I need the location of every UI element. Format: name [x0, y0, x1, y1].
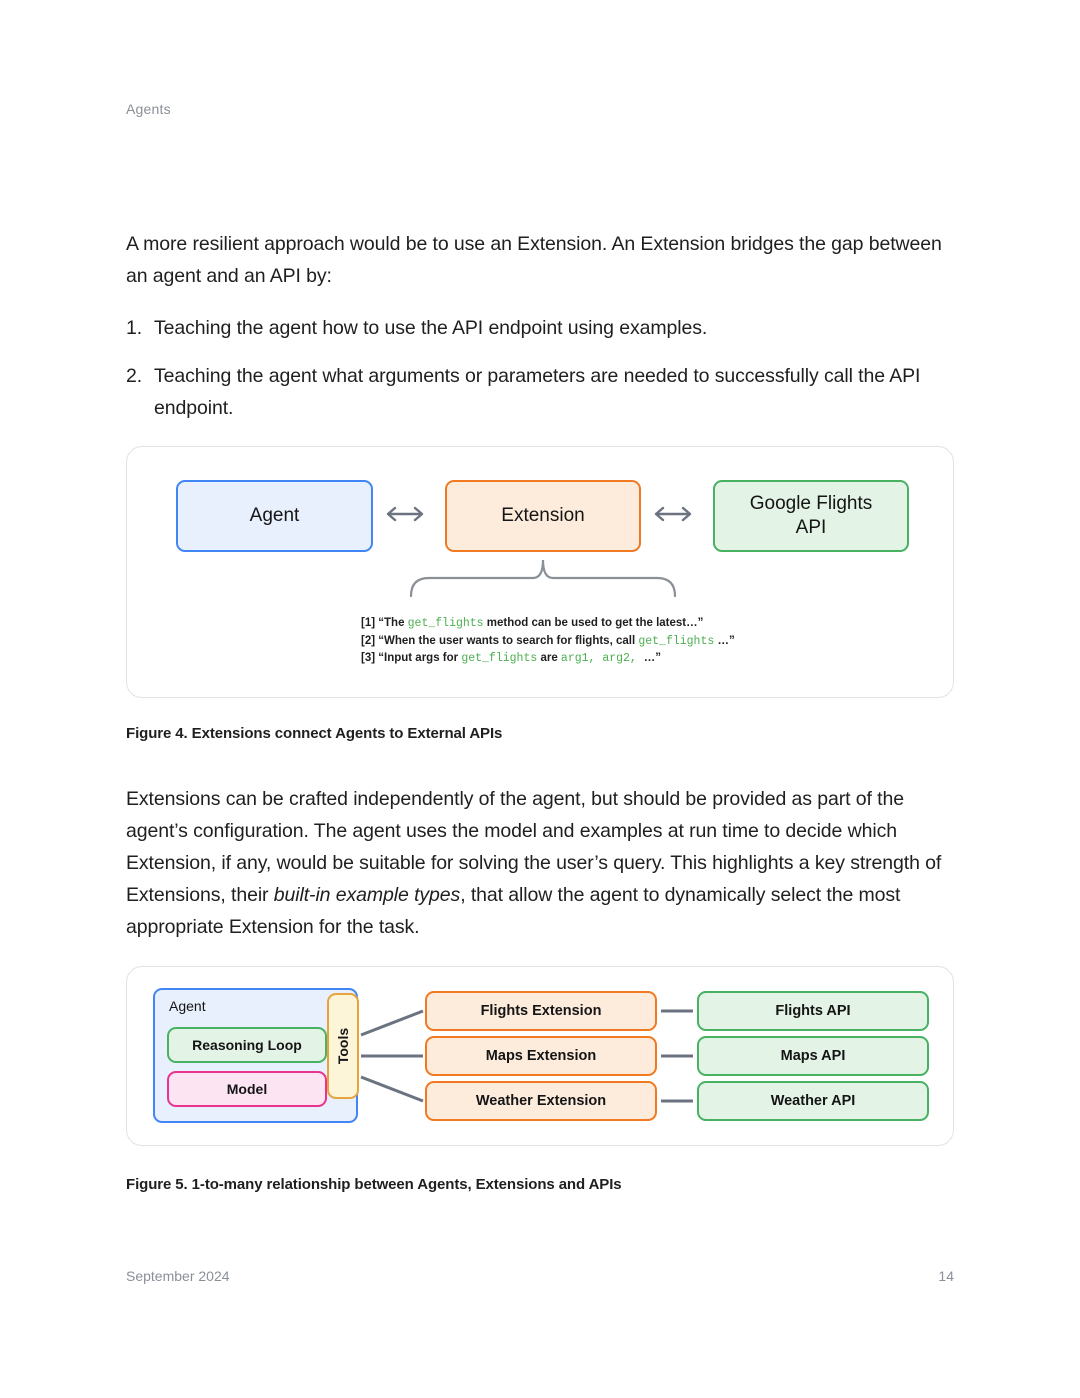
- example-suffix: …”: [643, 652, 661, 664]
- example-prefix: “The: [378, 617, 408, 629]
- footer-date: September 2024: [126, 1268, 230, 1284]
- example-code-token: get_flights: [407, 617, 484, 630]
- paragraph-part-1: Extensions can be crafted independently …: [126, 788, 942, 906]
- running-head: Agents: [126, 101, 171, 117]
- figure5-reasoning-loop-box: Reasoning Loop: [167, 1027, 327, 1063]
- bidirectional-arrow-icon: [386, 506, 424, 522]
- figure5-agent-label: Agent: [169, 998, 206, 1014]
- example-index: [1]: [361, 617, 376, 629]
- figure4-agent-box: Agent: [176, 480, 373, 552]
- paragraph-intro: A more resilient approach would be to us…: [126, 233, 942, 287]
- figure4-extension-label: Extension: [501, 505, 585, 526]
- figure5-agent-box: Agent Reasoning Loop Model: [153, 988, 358, 1123]
- example-prefix: “Input args for: [378, 652, 462, 664]
- list-item-text: Teaching the agent how to use the API en…: [154, 317, 708, 339]
- list-item: 1. Teaching the agent how to use the API…: [126, 312, 954, 344]
- body-content-2: Extensions can be crafted independently …: [126, 783, 954, 963]
- figure4-example-line: [1] “The get_flights method can be used …: [361, 615, 735, 633]
- figure4-api-label-line2: API: [795, 517, 827, 538]
- figure-5-container: Agent Reasoning Loop Model Tools Flights…: [126, 966, 954, 1146]
- figure-4-caption: Figure 4. Extensions connect Agents to E…: [126, 725, 503, 742]
- figure5-model-box: Model: [167, 1071, 327, 1107]
- figure5-flights-extension-box: Flights Extension: [425, 991, 657, 1031]
- example-code-token: get_flights: [461, 652, 538, 665]
- paragraph-extensions: Extensions can be crafted independently …: [126, 783, 954, 943]
- paragraph-part-2: , that allow the agent to dynamically se…: [126, 884, 901, 938]
- figure4-extension-box: Extension: [445, 480, 641, 552]
- list-item-marker: 1.: [126, 317, 143, 339]
- list-item-marker: 2.: [126, 365, 143, 387]
- curly-brace-icon: [409, 559, 677, 598]
- figure4-example-list: [1] “The get_flights method can be used …: [361, 615, 735, 668]
- figure5-tools-box: Tools: [327, 993, 359, 1099]
- figure5-maps-extension-box: Maps Extension: [425, 1036, 657, 1076]
- figure4-agent-label: Agent: [249, 505, 300, 526]
- list-item-text: Teaching the agent what arguments or par…: [154, 365, 921, 419]
- example-prefix: “When the user wants to search for fligh…: [378, 634, 639, 647]
- example-index: [3]: [361, 652, 376, 664]
- figure5-weather-extension-box: Weather Extension: [425, 1081, 657, 1121]
- footer-page-number: 14: [938, 1268, 954, 1284]
- bidirectional-arrow-icon: [654, 506, 692, 522]
- list-item: 2. Teaching the agent what arguments or …: [126, 360, 954, 424]
- figure4-api-label-line1: Google Flights: [749, 493, 873, 514]
- example-code-token: get_flights: [638, 634, 715, 648]
- paragraph-italic-phrase: built-in example types: [273, 884, 461, 906]
- figure5-weather-api-box: Weather API: [697, 1081, 929, 1121]
- figure4-google-flights-api-box: Google Flights API: [713, 480, 909, 552]
- figure5-tools-label: Tools: [335, 1027, 352, 1065]
- body-content: A more resilient approach would be to us…: [126, 228, 954, 440]
- example-index: [2]: [361, 634, 376, 647]
- figure5-flights-api-box: Flights API: [697, 991, 929, 1031]
- figure4-example-line: [2] “When the user wants to search for f…: [361, 633, 735, 651]
- example-mid: method can be used to get the latest…”: [483, 617, 704, 629]
- example-mid: are: [537, 652, 561, 664]
- example-code-args: arg1, arg2,: [560, 652, 644, 665]
- figure-5-caption: Figure 5. 1-to-many relationship between…: [126, 1176, 622, 1193]
- figure4-example-line: [3] “Input args for get_flights are arg1…: [361, 650, 735, 668]
- example-mid: …”: [714, 634, 735, 647]
- figure-4-container: Agent Extension Google Flights API [1] “…: [126, 446, 954, 698]
- numbered-list: 1. Teaching the agent how to use the API…: [126, 312, 954, 424]
- figure5-maps-api-box: Maps API: [697, 1036, 929, 1076]
